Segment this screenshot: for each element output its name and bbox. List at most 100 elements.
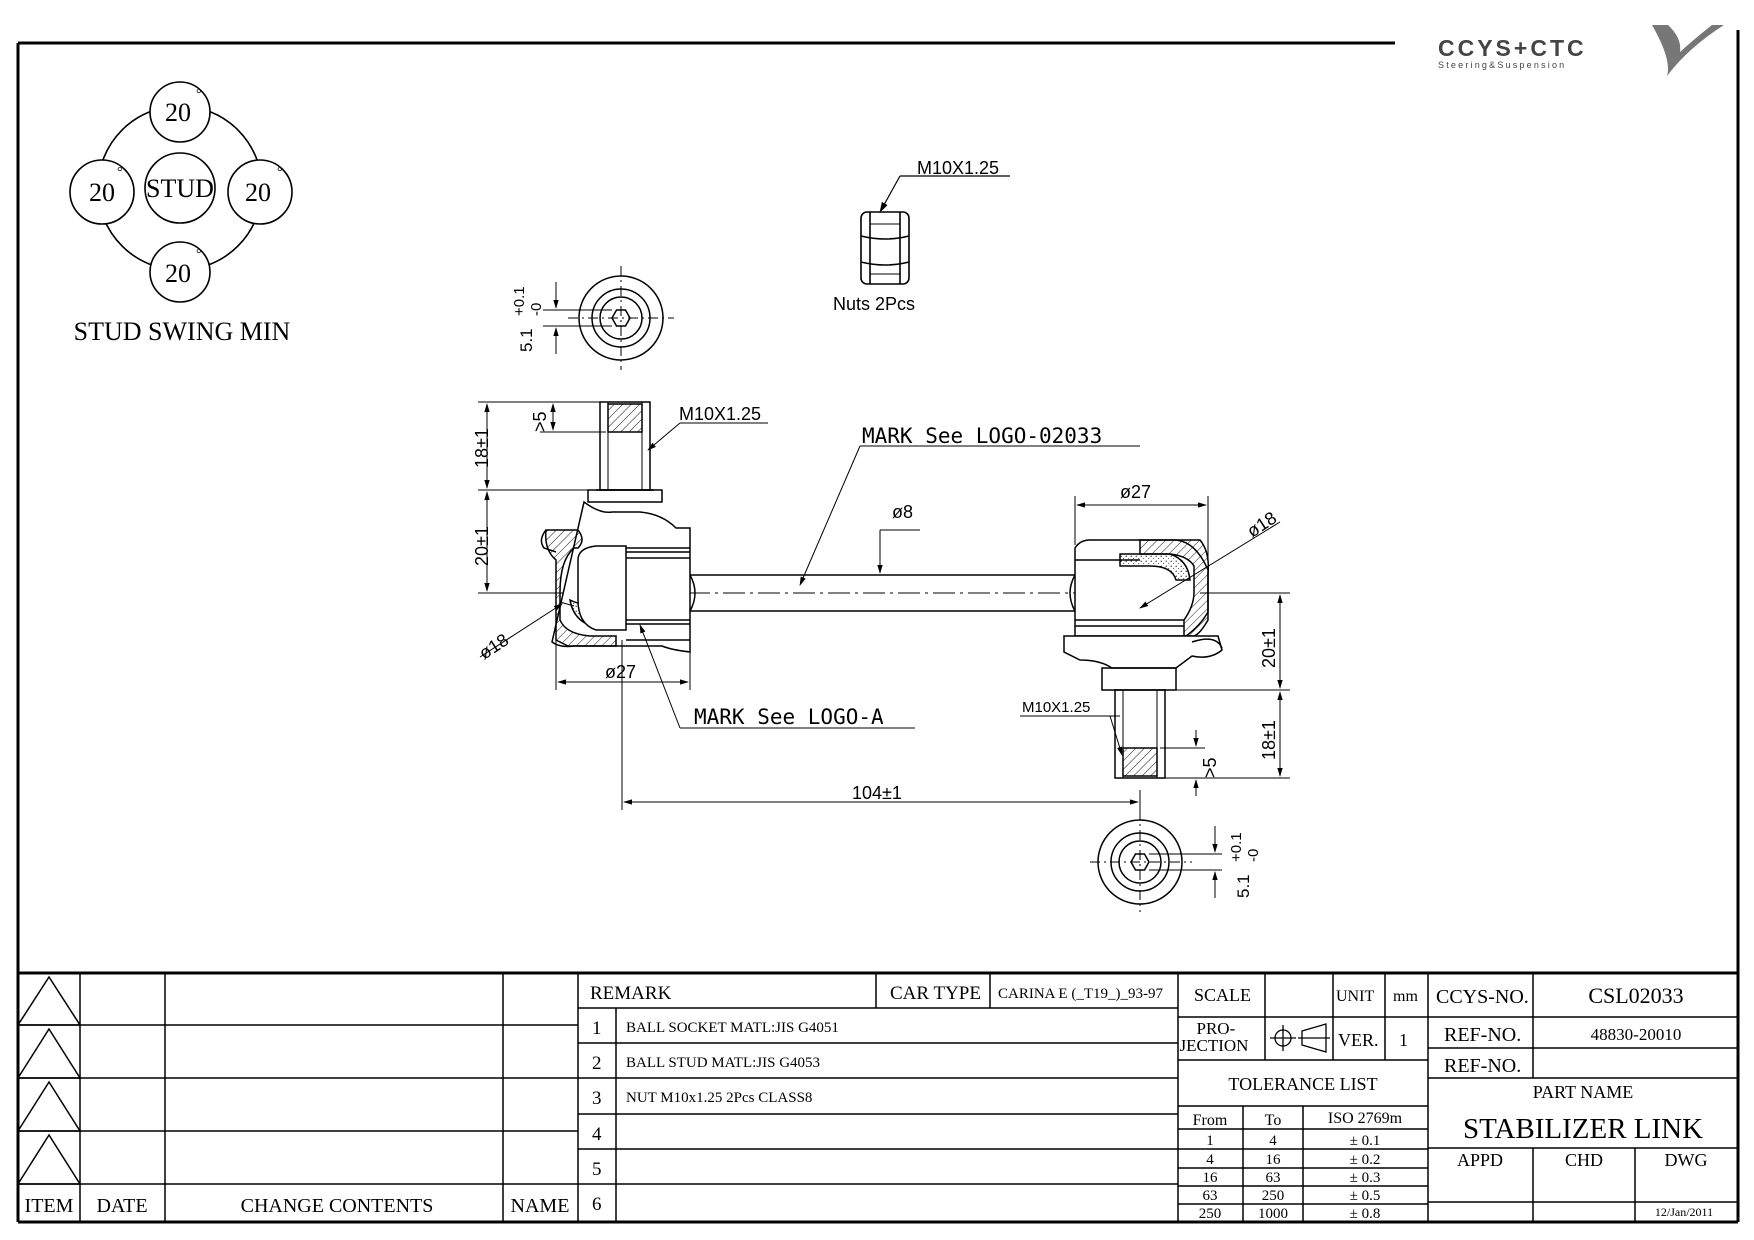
tol-from: 16 — [1203, 1170, 1219, 1186]
dim-phi27-left: ø27 — [605, 662, 636, 682]
tol-header-from: From — [1193, 1112, 1228, 1129]
sheet-border — [16, 30, 1740, 1224]
tol-header-iso: ISO 2769m — [1328, 1110, 1403, 1127]
chd-label: CHD — [1565, 1150, 1603, 1170]
stud-label: STUD — [146, 174, 214, 203]
dim-18-left: 18±1 — [472, 428, 492, 468]
dim-gt5-left: >5 — [530, 411, 550, 432]
remark-row-no: 6 — [592, 1194, 602, 1215]
degree-sign: ° — [196, 247, 202, 262]
title-block-lines — [16, 973, 1738, 1222]
swing-angle-bottom: 20 — [165, 259, 191, 288]
tol-to: 63 — [1266, 1170, 1281, 1186]
stud-swing-title: STUD SWING MIN — [74, 317, 291, 346]
remark-row-no: 1 — [592, 1018, 602, 1039]
tol-value: ± 0.5 — [1350, 1188, 1381, 1204]
projection-symbol-icon — [1270, 1023, 1330, 1053]
ref-no-label-2: REF-NO. — [1444, 1055, 1521, 1077]
part-name-value: STABILIZER LINK — [1463, 1113, 1703, 1145]
dim-20-right: 20±1 — [1259, 628, 1279, 668]
ref-no-value: 48830-20010 — [1591, 1025, 1682, 1044]
tol-from: 1 — [1206, 1133, 1214, 1149]
dim-18-right: 18±1 — [1259, 720, 1279, 760]
scale-label: SCALE — [1194, 985, 1251, 1005]
degree-sign: ° — [277, 165, 283, 180]
hex-size-right: 5.1 — [1234, 874, 1253, 898]
dim-gt5-right: >5 — [1200, 757, 1220, 778]
rev-header-name: NAME — [511, 1195, 570, 1217]
appd-label: APPD — [1457, 1150, 1503, 1170]
degree-sign: ° — [117, 165, 123, 180]
hex-size-left: 5.1 — [517, 328, 536, 352]
ver-label: VER. — [1338, 1030, 1379, 1050]
tol-from: 4 — [1206, 1152, 1214, 1168]
connecting-rod — [689, 574, 1076, 612]
ccys-no-label: CCYS-NO. — [1436, 986, 1529, 1008]
dimension-lines — [478, 401, 1290, 810]
swing-angle-right: 20 — [245, 178, 271, 207]
tol-to: 4 — [1269, 1133, 1277, 1149]
tol-value: ± 0.2 — [1350, 1152, 1381, 1168]
nut-drawing — [860, 211, 910, 285]
hex-end-view-right — [1090, 810, 1222, 912]
degree-sign: ° — [196, 87, 202, 102]
right-stud — [1101, 667, 1177, 779]
tol-to: 1000 — [1258, 1206, 1288, 1222]
nut-leader — [879, 175, 1010, 213]
remark-row-no: 4 — [592, 1124, 602, 1145]
rev-header-change: CHANGE CONTENTS — [241, 1195, 434, 1217]
dim-length: 104±1 — [852, 783, 902, 803]
unit-value: mm — [1393, 988, 1418, 1005]
nuts-count-label: Nuts 2Pcs — [833, 294, 915, 314]
remark-row-text: BALL STUD MATL:JIS G4053 — [626, 1055, 820, 1071]
rev-header-date: DATE — [96, 1195, 147, 1217]
drawing-date: 12/Jan/2011 — [1655, 1205, 1713, 1219]
tol-to: 16 — [1266, 1152, 1282, 1168]
dim-phi8: ø8 — [892, 502, 913, 522]
tol-to: 250 — [1262, 1188, 1285, 1204]
ccys-no-value: CSL02033 — [1588, 983, 1683, 1008]
car-type-label: CAR TYPE — [890, 983, 981, 1004]
stud-swing-diagram — [69, 81, 293, 303]
dim-phi18-right: ø18 — [1243, 508, 1280, 542]
projection-label: PRO- JECTION — [1180, 1019, 1249, 1055]
hex-tol-plus-left: +0.1 — [511, 286, 528, 316]
projection-label-line2: JECTION — [1180, 1036, 1249, 1055]
unit-label: UNIT — [1336, 988, 1374, 1005]
brand-logo: CCYS+CTC Steering&Suspension — [1438, 25, 1724, 76]
dim-phi27-right: ø27 — [1120, 482, 1151, 502]
rev-header-item: ITEM — [25, 1195, 74, 1217]
left-stud — [587, 401, 663, 503]
dim-phi18-left: ø18 — [475, 630, 512, 664]
dim-thread-left: M10X1.25 — [679, 404, 761, 424]
remark-row-no: 5 — [592, 1159, 602, 1180]
hex-tol-minus-left: -0 — [528, 303, 545, 316]
brand-name: CCYS+CTC — [1438, 35, 1587, 61]
remark-row-no: 3 — [592, 1088, 602, 1109]
remark-row-no: 2 — [592, 1053, 602, 1074]
dim-thread-right: M10X1.25 — [1022, 699, 1090, 716]
hex-tol-minus-right: -0 — [1245, 849, 1262, 862]
tol-value: ± 0.3 — [1350, 1170, 1381, 1186]
hex-tol-plus-right: +0.1 — [1228, 832, 1245, 862]
projection-label-line1: PRO- — [1197, 1019, 1236, 1038]
nut-thread-label: M10X1.25 — [917, 158, 999, 178]
swing-angle-left: 20 — [89, 178, 115, 207]
tol-value: ± 0.8 — [1350, 1206, 1381, 1222]
car-type-value: CARINA E (_T19_)_93-97 — [998, 986, 1163, 1002]
tol-from: 63 — [1203, 1188, 1218, 1204]
ref-no-label: REF-NO. — [1444, 1024, 1521, 1046]
mark-logo-top: MARK See LOGO-02033 — [862, 424, 1102, 448]
swing-angle-top: 20 — [165, 98, 191, 127]
dim-20-left: 20±1 — [472, 526, 492, 566]
tol-value: ± 0.1 — [1350, 1133, 1381, 1149]
right-ball-joint — [1063, 539, 1223, 669]
remark-row-text: NUT M10x1.25 2Pcs CLASS8 — [626, 1090, 812, 1106]
remark-label: REMARK — [590, 983, 672, 1004]
hex-end-view-left — [543, 266, 674, 370]
part-name-label: PART NAME — [1533, 1082, 1633, 1102]
brand-tagline: Steering&Suspension — [1438, 60, 1566, 70]
mark-logo-bottom: MARK See LOGO-A — [694, 705, 884, 729]
remark-row-text: BALL SOCKET MATL:JIS G4051 — [626, 1020, 839, 1036]
